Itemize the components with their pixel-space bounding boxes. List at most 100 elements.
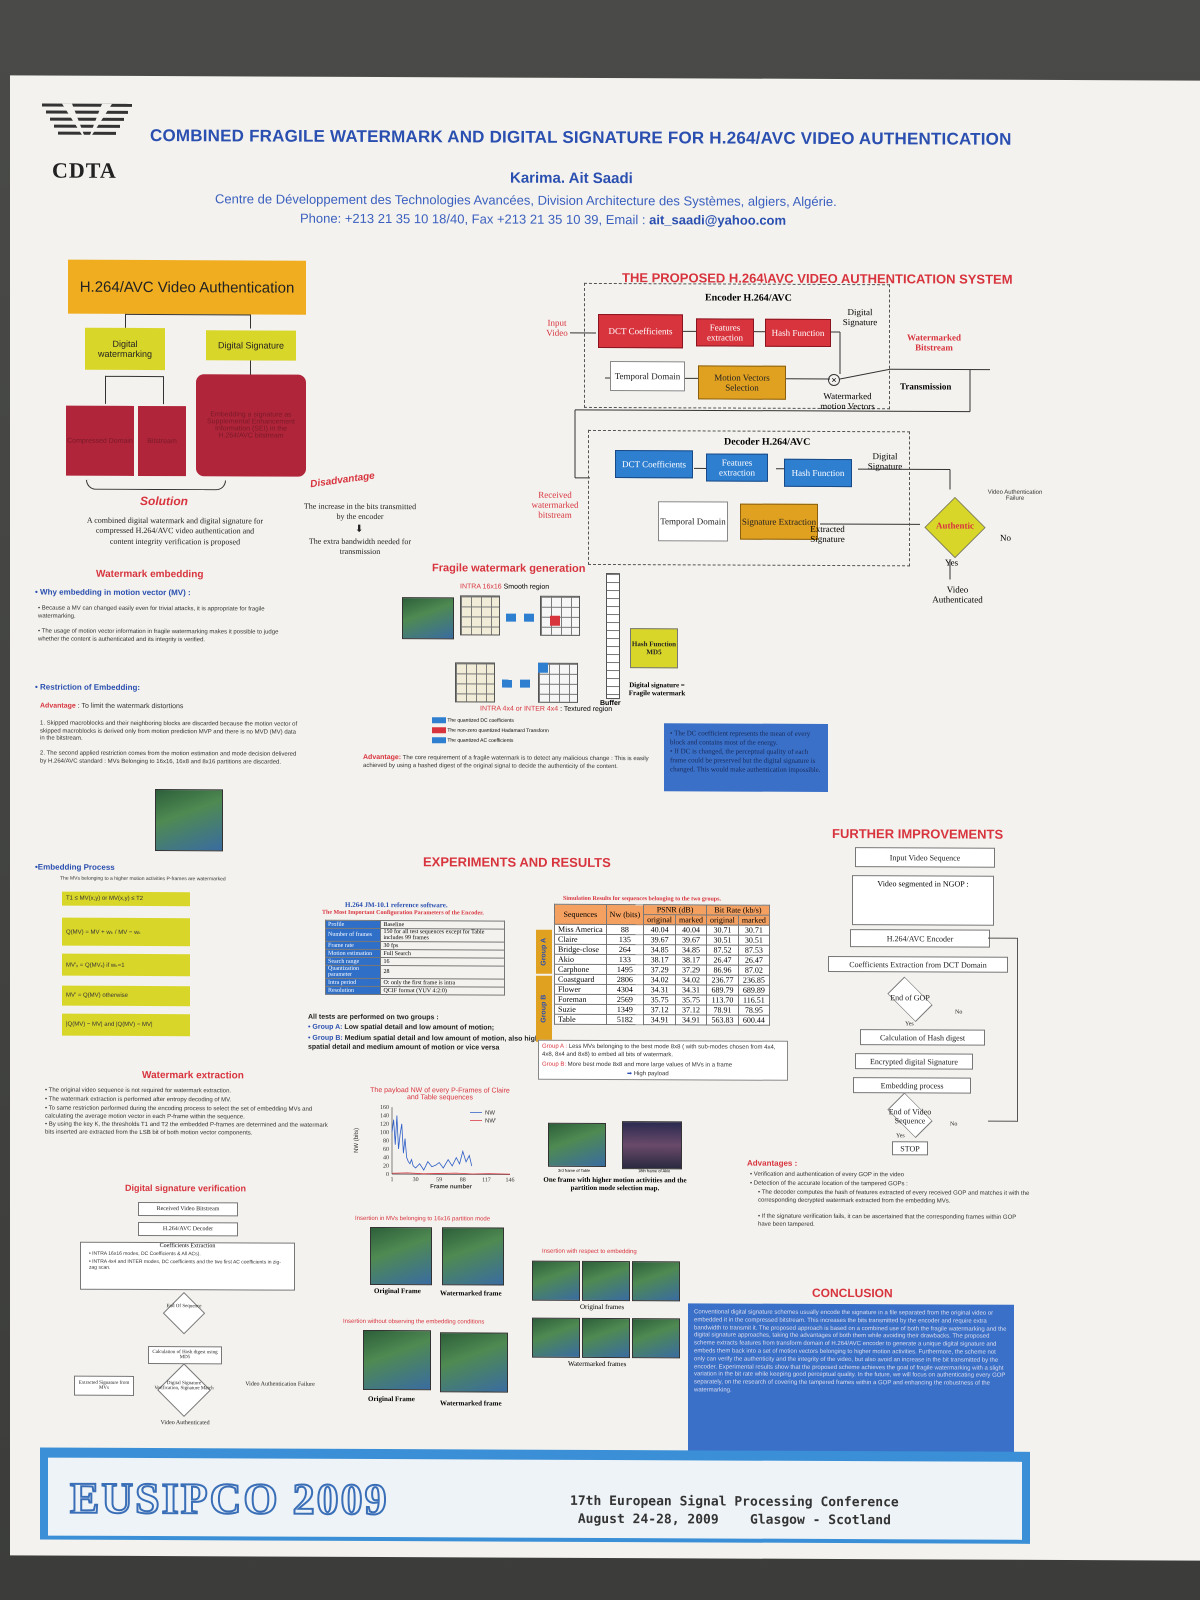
- fragile-adv-label: Advantage:: [363, 753, 402, 762]
- table-cell: 34.02: [643, 974, 676, 985]
- ins16-original-image: [370, 1226, 432, 1286]
- disadvantage-text-2: The extra bandwidth needed for transmiss…: [308, 536, 412, 557]
- note-a-text: Less MVs belonging to the best mode 8x8 …: [542, 1043, 776, 1058]
- fragile-title: Fragile watermark generation: [432, 562, 586, 575]
- config-key: Frame rate: [325, 941, 381, 950]
- tree-line: [125, 313, 126, 328]
- process-title: •Embedding Process: [35, 862, 115, 872]
- table-cell: 87.53: [738, 945, 770, 956]
- dec-digital-signature: Digital Signature: [867, 451, 903, 472]
- ins-no-original-image: [363, 1329, 431, 1391]
- why-title: • Why embedding in motion vector (MV) :: [35, 587, 191, 598]
- table-cell: 563.83: [706, 1014, 739, 1026]
- conference-info: 17th European Signal Processing Conferen…: [570, 1493, 899, 1531]
- note-b-label: Group B:: [542, 1061, 567, 1068]
- table-cell: 34.31: [643, 984, 676, 995]
- col-original: original: [706, 914, 739, 926]
- further-step-2-box: Video segmented in NGOP :: [852, 875, 994, 926]
- author-name: Karima. Ait Saadi: [510, 169, 633, 188]
- config-value: 150 for all test sequences except for Ta…: [380, 928, 505, 943]
- x-axis-label: Frame number: [430, 1184, 472, 1190]
- further-step-6: Calculation of Hash digest: [860, 1029, 985, 1046]
- tree-line: [105, 375, 163, 378]
- legend-label: NW': [485, 1118, 496, 1124]
- table-cell: 39.67: [643, 934, 676, 945]
- fragile-advantage: Advantage: The core requirement of a fra…: [363, 754, 653, 772]
- watermarked-frames-cap: Watermarked frames: [568, 1359, 627, 1369]
- table-cell: 113.70: [706, 994, 739, 1006]
- legend-label: NW: [485, 1110, 495, 1116]
- note-b: Group B: More best mode 8x8 and more lar…: [542, 1062, 782, 1071]
- x-tick-label: 59: [436, 1177, 442, 1183]
- cap-table: 3rd frame of Table: [558, 1167, 591, 1173]
- further-step-3: H.264/AVC Encoder: [850, 929, 990, 948]
- dec-dct: DCT Coefficients: [615, 450, 693, 479]
- table-cell: 133: [606, 954, 644, 965]
- table-cell: 116.51: [738, 995, 770, 1006]
- table-cell: 38.17: [643, 954, 676, 965]
- frame-caption: One frame with higher motion activities …: [543, 1175, 687, 1193]
- branch-signature: Digital Signature: [206, 330, 296, 361]
- conclusion-title: CONCLUSION: [812, 1285, 893, 1301]
- sim-title: Simulation Results for sequences belongi…: [563, 895, 721, 903]
- group-a-line: • Group A: Low spatial detail and low am…: [308, 1024, 548, 1032]
- further-loop-line: [988, 937, 1018, 1122]
- note-a-label: Group A :: [542, 1043, 568, 1050]
- process-sub: The MVs belonging to a higher motion act…: [60, 875, 226, 883]
- y-tick-label: 140: [380, 1113, 389, 1119]
- legend-dc: The quantized DC coefficients: [432, 717, 514, 724]
- ins-no-watermarked-image: [440, 1332, 508, 1393]
- further-step-8: Embedding process: [853, 1077, 971, 1094]
- further-no-2: No: [950, 1121, 958, 1128]
- dc-note-1: • The DC coefficient represents the mean…: [670, 729, 811, 747]
- original-frames-cap: Original frames: [580, 1302, 625, 1312]
- dec-features: Features extraction: [706, 453, 768, 482]
- authentic-label: Authentic: [936, 520, 974, 531]
- table-cell: Claire: [554, 934, 607, 945]
- group-a-text: Low spatial detail and low amount of mot…: [342, 1023, 495, 1032]
- table-cell: Flower: [554, 984, 607, 995]
- table-cell: 37.12: [643, 1004, 676, 1015]
- further-step-1: Input Video Sequence: [855, 847, 995, 868]
- further-title: FURTHER IMPROVEMENTS: [832, 825, 1004, 842]
- table-cell: 2806: [606, 974, 644, 985]
- table-cell: Table: [554, 1014, 607, 1025]
- table-cell: 600.44: [738, 1015, 770, 1026]
- mode-map-image: [155, 789, 223, 852]
- further-yes-1: Yes: [905, 1021, 914, 1028]
- table-cell: 4304: [606, 984, 644, 995]
- intra4-label: INTRA 4x4 or INTER 4x4: [480, 705, 559, 713]
- groups-intro: All tests are performed on two groups :: [308, 1013, 439, 1022]
- equation-1: T1 ≤ MV(x,y) or MV(x,y) ≤ T2: [62, 891, 190, 907]
- further-step-2: Video segmented in NGOP :: [877, 879, 969, 889]
- further-step-9: End of Video Sequence: [888, 1107, 932, 1126]
- smooth-label: Smooth region: [501, 583, 550, 591]
- solution-label: Solution: [140, 493, 188, 509]
- group-b-text: Medium spatial detail and low amount of …: [308, 1034, 540, 1052]
- table-cell: 135: [606, 934, 644, 945]
- contact-line: Phone: +213 21 35 10 18/40, Fax +213 21 …: [300, 211, 1000, 229]
- extraction-1: • The original video sequence is not req…: [45, 1087, 232, 1095]
- digsig-label: Digital signature = Fragile watermark: [628, 681, 686, 698]
- note-b-text: More best mode 8x8 and more large values…: [566, 1061, 733, 1069]
- config-key: Resolution: [325, 986, 381, 995]
- table-cell: 34.31: [675, 984, 707, 995]
- cdta-logo-text: CDTA: [52, 157, 117, 183]
- solution-brace: [86, 479, 226, 491]
- verif-step-9: Video Authenticated: [160, 1420, 210, 1427]
- ins16-watermarked-image: [442, 1227, 504, 1286]
- ins16-original-cap: Original Frame: [374, 1286, 421, 1296]
- eusipco-logo: EUSIPCO 2009: [69, 1473, 390, 1525]
- adv-2: • Detection of the accurate location of …: [750, 1180, 908, 1188]
- table-cell: 689.79: [706, 984, 739, 996]
- x-tick-label: 117: [482, 1177, 491, 1183]
- hadamard-box: [524, 613, 534, 622]
- y-tick-label: 160: [380, 1105, 389, 1111]
- restriction-1: 1. Skipped macroblocks and their neighbo…: [40, 720, 298, 742]
